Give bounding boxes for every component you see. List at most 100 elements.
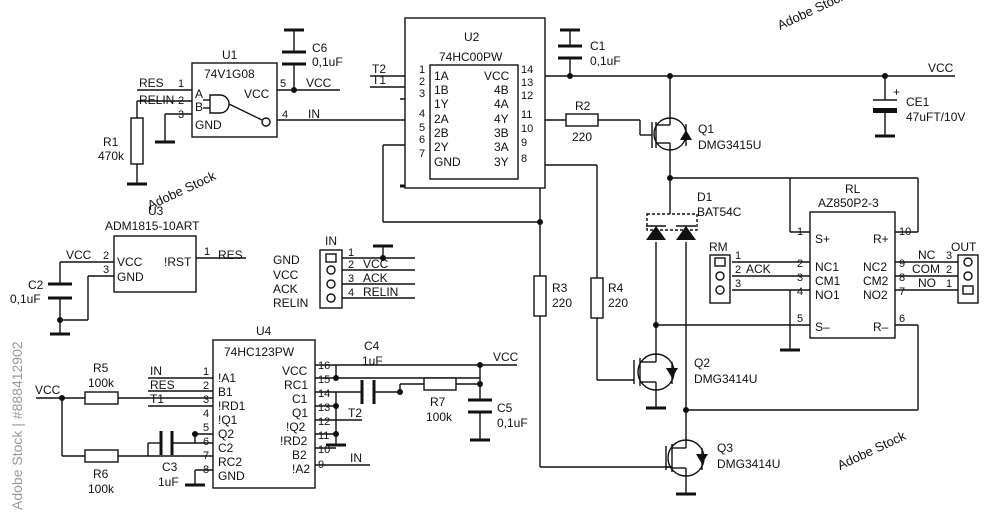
- pin-number: 14: [318, 388, 330, 400]
- u4-body: [212, 339, 316, 489]
- u3-reset-supervisor: U3 ADM1815-10ART VCC 2 VCC 3 GND !RST 1 …: [66, 204, 243, 293]
- net-label: ACK: [273, 282, 298, 296]
- pin-number: 3: [203, 394, 209, 406]
- ce1-plus: +: [893, 85, 900, 99]
- pin-label: 1Y: [434, 97, 449, 111]
- net-label: VCC: [273, 268, 299, 282]
- net-label: VCC: [66, 248, 92, 262]
- pin-label: !RD2: [280, 434, 308, 448]
- r7-ref: R7: [430, 395, 446, 409]
- pin-label: NO1: [815, 288, 840, 302]
- pin-number: 3: [103, 264, 109, 276]
- r3-ref: R3: [552, 281, 568, 295]
- c4-ref: C4: [364, 339, 380, 353]
- pin-number: 9: [899, 258, 905, 270]
- ce1-negative-plate: [873, 108, 897, 113]
- junction-dot: [667, 73, 673, 79]
- u1-ref: U1: [222, 48, 238, 62]
- out-pin-icon: [963, 271, 973, 281]
- pin-number: 5: [797, 313, 803, 325]
- ce1-value: 47uFT/10V: [906, 110, 965, 124]
- net-label: RES: [218, 248, 243, 262]
- pin-number: 6: [203, 436, 209, 448]
- net-label: RELIN: [363, 285, 398, 299]
- pin-label: !A2: [292, 462, 310, 476]
- r2-ref: R2: [575, 99, 591, 113]
- r5-resistor: R5 100k: [84, 361, 119, 405]
- junction-dot: [291, 87, 297, 93]
- pin-number: 2: [735, 264, 741, 276]
- pin-number: 7: [419, 148, 425, 160]
- pin-number: 1: [203, 366, 209, 378]
- c3-capacitor: C3 1uF: [158, 431, 179, 489]
- vcc-rail-label: VCC: [928, 61, 954, 75]
- net-label: IN: [350, 451, 362, 465]
- pin-number: 13: [318, 402, 330, 414]
- c1-value: 0,1uF: [590, 54, 621, 68]
- pin-label: 2Y: [434, 140, 449, 154]
- net-label: NO: [918, 276, 936, 290]
- r5-value: 100k: [88, 376, 115, 390]
- r6-resistor: R6 100k: [84, 449, 119, 496]
- net-label: COM: [912, 262, 940, 276]
- pin-label: R–: [873, 320, 889, 334]
- c2-ref: C2: [28, 278, 44, 292]
- pin-label: A: [195, 87, 203, 101]
- and-gate-icon: [209, 94, 230, 114]
- pin-number: 7: [203, 450, 209, 462]
- u3-ref: U3: [148, 204, 164, 218]
- u2-part: 74HC00PW: [439, 50, 503, 64]
- out-connector: OUT 3 2 1 NC COM NO: [912, 240, 979, 304]
- u4-ref: U4: [256, 324, 272, 338]
- pin-number: 13: [521, 77, 533, 89]
- in-pin-icon: [326, 293, 336, 303]
- r4-ref: R4: [608, 281, 624, 295]
- pin-number: 1: [419, 64, 425, 76]
- pin-number: 1: [178, 78, 184, 90]
- pin-label: B: [195, 100, 203, 114]
- pin-label: B1: [218, 385, 233, 399]
- pin-number: 2: [348, 259, 354, 271]
- junction-dot: [667, 175, 673, 181]
- pin-label: 3B: [494, 126, 509, 140]
- out-pin-icon: [962, 285, 974, 295]
- pin-number: 2: [178, 95, 184, 107]
- q3-part: DMG3414U: [717, 457, 780, 471]
- r2-resistor: R2 220: [565, 99, 599, 144]
- pin-label: GND: [117, 270, 144, 284]
- pin-label: CM2: [863, 274, 889, 288]
- pin-label: VCC: [117, 255, 143, 269]
- pin-number: 1: [348, 247, 354, 259]
- q3-ref: Q3: [717, 441, 733, 455]
- c4-value: 1uF: [362, 354, 383, 368]
- junction-dot: [333, 375, 339, 381]
- pin-label: 3A: [494, 140, 509, 154]
- rl-part: AZ850P2-3: [818, 196, 879, 210]
- pin-label: C1: [292, 392, 308, 406]
- net-label: T1: [150, 392, 164, 406]
- pin-label: 4A: [494, 97, 509, 111]
- pin-number: 2: [103, 250, 109, 262]
- c6-ref: C6: [312, 41, 328, 55]
- c1-ref: C1: [590, 39, 606, 53]
- pin-number: 3: [797, 272, 803, 284]
- watermark-side-text: Adobe Stock | #888412902: [9, 341, 25, 510]
- r7-value: 100k: [426, 410, 453, 424]
- pin-label: 2A: [434, 112, 449, 126]
- pin-label: 2B: [434, 126, 449, 140]
- pin-label: !A1: [218, 371, 236, 385]
- pin-number: 8: [203, 464, 209, 476]
- pin-number: 3: [178, 109, 184, 121]
- c6-capacitor: C6 0,1uF: [282, 41, 343, 69]
- pin-label: !RD1: [218, 399, 246, 413]
- r6-value: 100k: [88, 482, 115, 496]
- rl-relay: RL AZ850P2-3 S+ 1 NC1 2 CM1 3 NO1 4 S– 5…: [797, 182, 911, 339]
- watermark-tile: Adobe Stock: [775, 0, 849, 33]
- pin-number: 6: [899, 313, 905, 325]
- c4-capacitor: C4 1uF: [360, 339, 383, 404]
- pin-label: S+: [815, 232, 830, 246]
- pin-label: B2: [292, 448, 307, 462]
- pin-label: RC2: [218, 455, 242, 469]
- in-pin-icon: [326, 265, 336, 275]
- r1-value: 470k: [98, 149, 125, 163]
